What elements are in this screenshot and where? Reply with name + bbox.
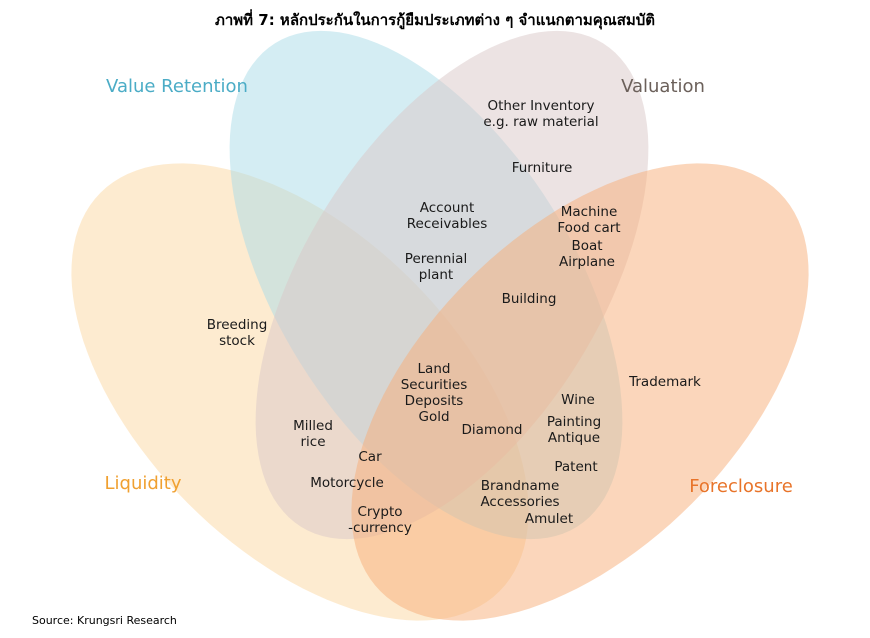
set-label-liquidity: Liquidity <box>104 473 182 494</box>
item-diamond: Diamond <box>461 422 523 438</box>
set-label-value-retention: Value Retention <box>106 76 248 97</box>
item-machine-food-cart: Machine Food cart <box>557 204 621 236</box>
item-brandname-accessories: Brandname Accessories <box>480 478 560 510</box>
item-trademark: Trademark <box>629 374 701 390</box>
item-cryptocurrency: Crypto -currency <box>348 504 412 536</box>
item-other-inventory: Other Inventory e.g. raw material <box>483 98 599 130</box>
item-account-receivables: Account Receivables <box>406 200 488 232</box>
item-wine: Wine <box>561 392 595 408</box>
item-car: Car <box>358 449 382 465</box>
item-land-securities-deposits-gold: Land Securities Deposits Gold <box>400 361 468 425</box>
valuation-ellipse <box>255 30 649 540</box>
item-breeding-stock: Breeding stock <box>206 317 268 349</box>
foreclosure-ellipse <box>351 163 809 621</box>
item-boat-airplane: Boat Airplane <box>559 238 615 270</box>
figure-title: ภาพที่ 7: หลักประกันในการกู้ยืมประเภทต่า… <box>214 11 656 29</box>
item-building: Building <box>501 291 557 307</box>
item-furniture: Furniture <box>511 160 573 176</box>
item-milled-rice: Milled rice <box>293 418 333 450</box>
item-perennial-plant: Perennial plant <box>404 251 468 283</box>
item-painting-antique: Painting Antique <box>546 414 602 446</box>
item-patent: Patent <box>554 459 598 475</box>
set-label-valuation: Valuation <box>621 76 705 97</box>
source-note: Source: Krungsri Research <box>32 614 177 627</box>
item-motorcycle: Motorcycle <box>310 475 384 491</box>
set-label-foreclosure: Foreclosure <box>689 476 793 497</box>
item-amulet: Amulet <box>524 511 574 527</box>
